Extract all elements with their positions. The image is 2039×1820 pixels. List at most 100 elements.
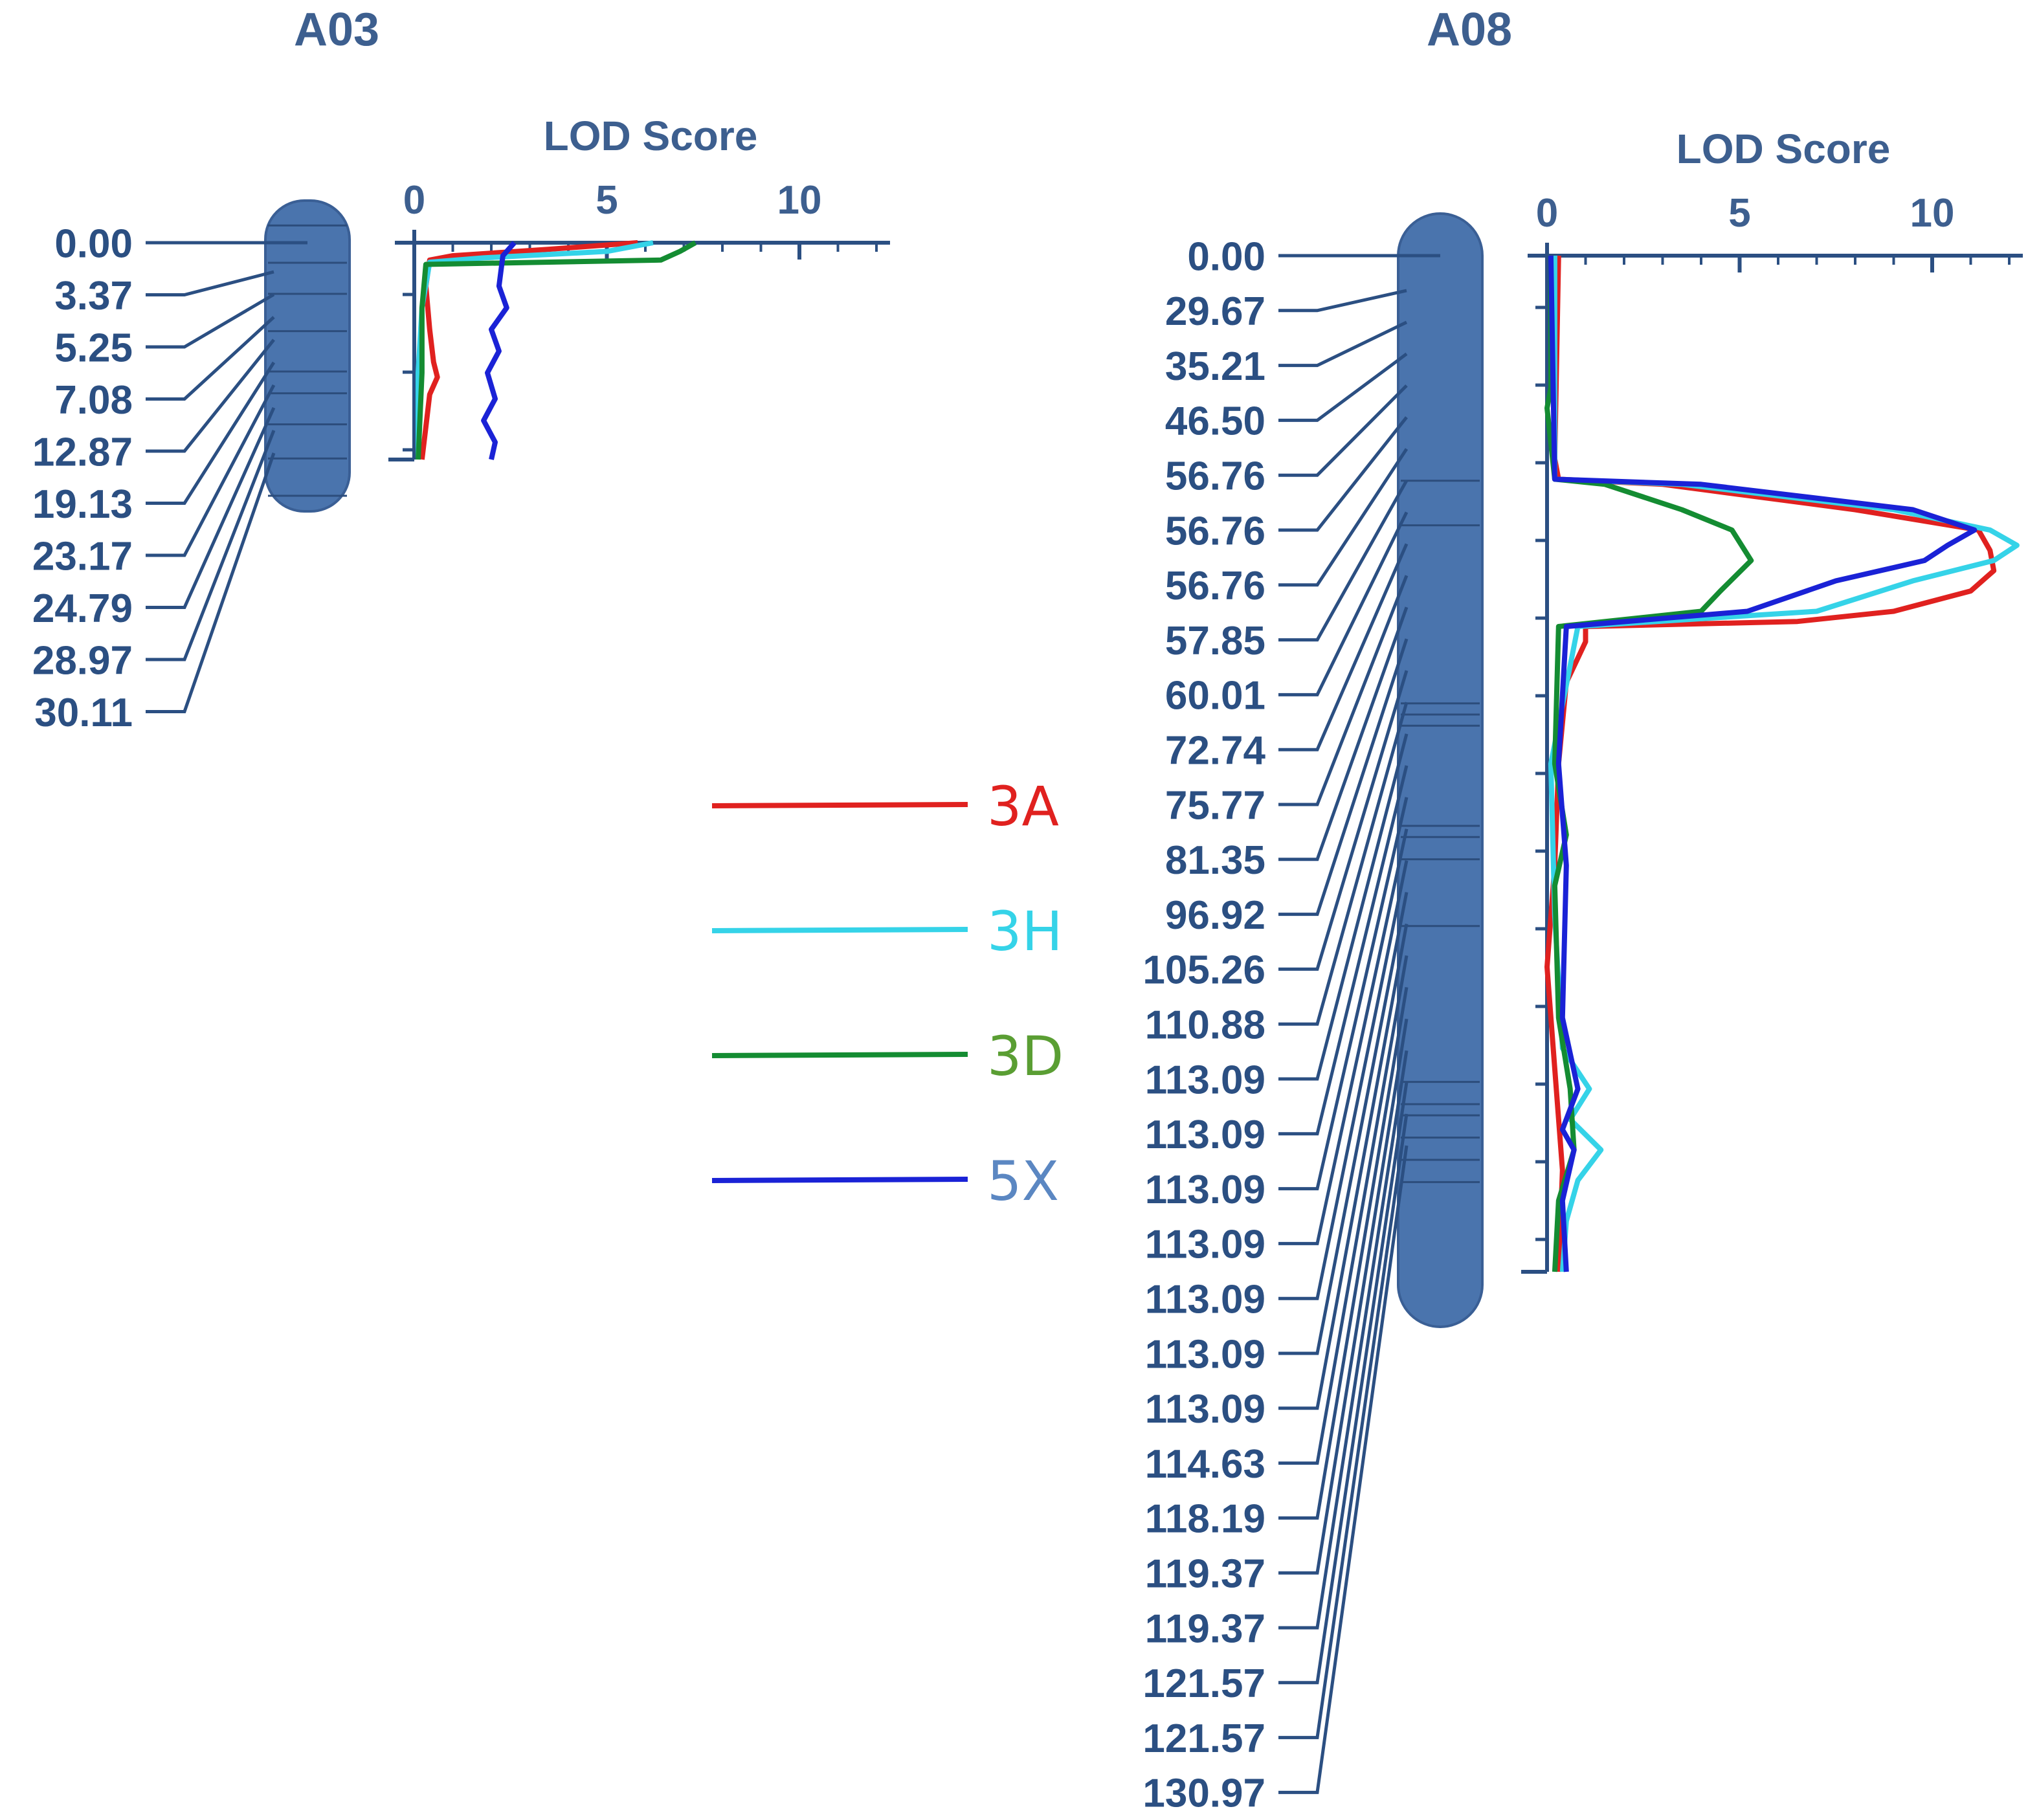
marker-position-label: 121.57 <box>1142 1716 1265 1761</box>
marker-position-label: 30.11 <box>34 691 133 735</box>
marker-connector <box>1278 511 1409 696</box>
marker-position-label: 118.19 <box>1145 1497 1265 1542</box>
marker-labels-a08: 0.0029.6735.2146.5056.7656.7656.7657.856… <box>1142 234 1440 1816</box>
marker-position-label: 121.57 <box>1142 1661 1265 1706</box>
legend-line <box>711 1177 968 1183</box>
marker-connector <box>146 452 276 713</box>
marker-connector <box>146 293 275 349</box>
marker-position-label: 119.37 <box>1145 1606 1265 1651</box>
marker-connector <box>1278 1018 1409 1575</box>
legend-label: 5X <box>987 1149 1059 1213</box>
marker-position-label: 119.37 <box>1145 1552 1265 1597</box>
marker-position-label: 19.13 <box>32 482 133 527</box>
x-tick-label: 10 <box>1910 191 1955 236</box>
marker-position-label: 113.09 <box>1145 1278 1265 1322</box>
marker-bands-a08 <box>1401 480 1480 1183</box>
panel-title-a08: A08 <box>1427 4 1512 56</box>
marker-connector <box>146 406 276 609</box>
marker-connector <box>146 316 275 401</box>
marker-connector <box>1278 733 1409 1081</box>
marker-position-label: 24.79 <box>32 586 133 631</box>
x-tick-label: 0 <box>403 178 425 223</box>
marker-connector <box>1278 638 1409 916</box>
marker-position-label: 113.09 <box>1145 1387 1265 1432</box>
legend-entry-3h: 3H <box>711 900 1063 963</box>
legend-line <box>711 802 968 808</box>
marker-position-label: 113.09 <box>1145 1332 1265 1377</box>
series-line-3h <box>1548 256 2020 1272</box>
legend-entry-3d: 3D <box>711 1025 1064 1088</box>
series-lines-a03 <box>416 240 697 460</box>
marker-position-label: 57.85 <box>1165 619 1265 663</box>
legend-line <box>711 927 968 933</box>
marker-position-label: 35.21 <box>1165 344 1265 389</box>
x-tick-label: 5 <box>1728 191 1750 236</box>
marker-labels-a03: 0.003.375.257.0812.8719.1323.1724.7928.9… <box>32 221 307 735</box>
marker-position-label: 130.97 <box>1142 1771 1265 1816</box>
marker-connector <box>1278 575 1409 806</box>
marker-position-label: 75.77 <box>1165 783 1265 828</box>
series-line-3h <box>416 240 654 460</box>
marker-position-label: 0.00 <box>1187 234 1265 279</box>
marker-position-label: 60.01 <box>1165 674 1265 718</box>
marker-connector <box>1278 1145 1409 1794</box>
marker-connector <box>146 361 276 505</box>
series-line-3d <box>416 240 697 460</box>
marker-connector <box>146 384 276 557</box>
marker-position-label: 7.08 <box>54 378 133 423</box>
marker-connector <box>1278 543 1409 751</box>
marker-position-label: 113.09 <box>1145 1058 1265 1102</box>
marker-connector <box>146 338 275 453</box>
marker-connector <box>1278 289 1407 313</box>
marker-bands-a03 <box>268 224 347 497</box>
marker-position-label: 113.09 <box>1145 1168 1265 1212</box>
series-lines-a08 <box>1544 255 2020 1272</box>
marker-connector <box>1278 384 1408 477</box>
marker-connector <box>1278 480 1409 642</box>
marker-position-label: 113.09 <box>1145 1113 1265 1157</box>
legend-label: 3H <box>987 900 1063 963</box>
marker-connector <box>1278 320 1408 368</box>
marker-position-label: 46.50 <box>1165 399 1265 444</box>
marker-connector <box>1278 765 1409 1136</box>
legend-label: 3D <box>987 1025 1064 1088</box>
marker-position-label: 0.00 <box>54 221 133 266</box>
panel-a03: A03 LOD Score 0.003.375.257.0812.8719.13… <box>32 4 890 735</box>
marker-connector <box>1278 892 1409 1355</box>
marker-position-label: 28.97 <box>32 638 133 683</box>
marker-connector <box>1278 1082 1409 1685</box>
marker-connector <box>146 430 276 661</box>
marker-connector <box>1278 1113 1409 1740</box>
marker-position-label: 12.87 <box>32 430 133 474</box>
marker-position-label: 96.92 <box>1165 893 1265 938</box>
marker-position-label: 56.76 <box>1165 509 1265 553</box>
chart-a08: 0.0029.6735.2146.5056.7656.7656.7657.856… <box>1142 191 2023 1816</box>
marker-position-label: 114.63 <box>1145 1442 1265 1487</box>
x-tick-label: 10 <box>777 178 822 223</box>
legend-line <box>711 1052 968 1058</box>
marker-position-label: 72.74 <box>1165 729 1266 773</box>
panel-title-a03: A03 <box>294 4 379 56</box>
legend-entry-3a: 3A <box>711 775 1059 838</box>
marker-position-label: 56.76 <box>1165 564 1265 608</box>
marker-connector <box>1278 828 1409 1245</box>
marker-connector <box>1278 416 1408 532</box>
legend-entry-5x: 5X <box>711 1149 1059 1213</box>
legend: 3A 3H 3D 5X <box>711 775 1064 1213</box>
marker-connector <box>1278 924 1409 1410</box>
x-axis-label-a08: LOD Score <box>1677 126 1891 172</box>
legend-label: 3A <box>987 775 1059 838</box>
marker-connector <box>1278 448 1409 587</box>
marker-connector <box>146 270 274 296</box>
marker-position-label: 5.25 <box>54 326 133 370</box>
series-line-5x <box>1548 255 1978 1272</box>
series-line-3d <box>1544 256 1754 1272</box>
series-line-5x <box>481 241 517 460</box>
marker-connector <box>1278 670 1409 971</box>
chart-a03: 0.003.375.257.0812.8719.1323.1724.7928.9… <box>32 178 890 735</box>
marker-connector <box>1278 352 1408 422</box>
marker-position-label: 3.37 <box>54 274 133 318</box>
